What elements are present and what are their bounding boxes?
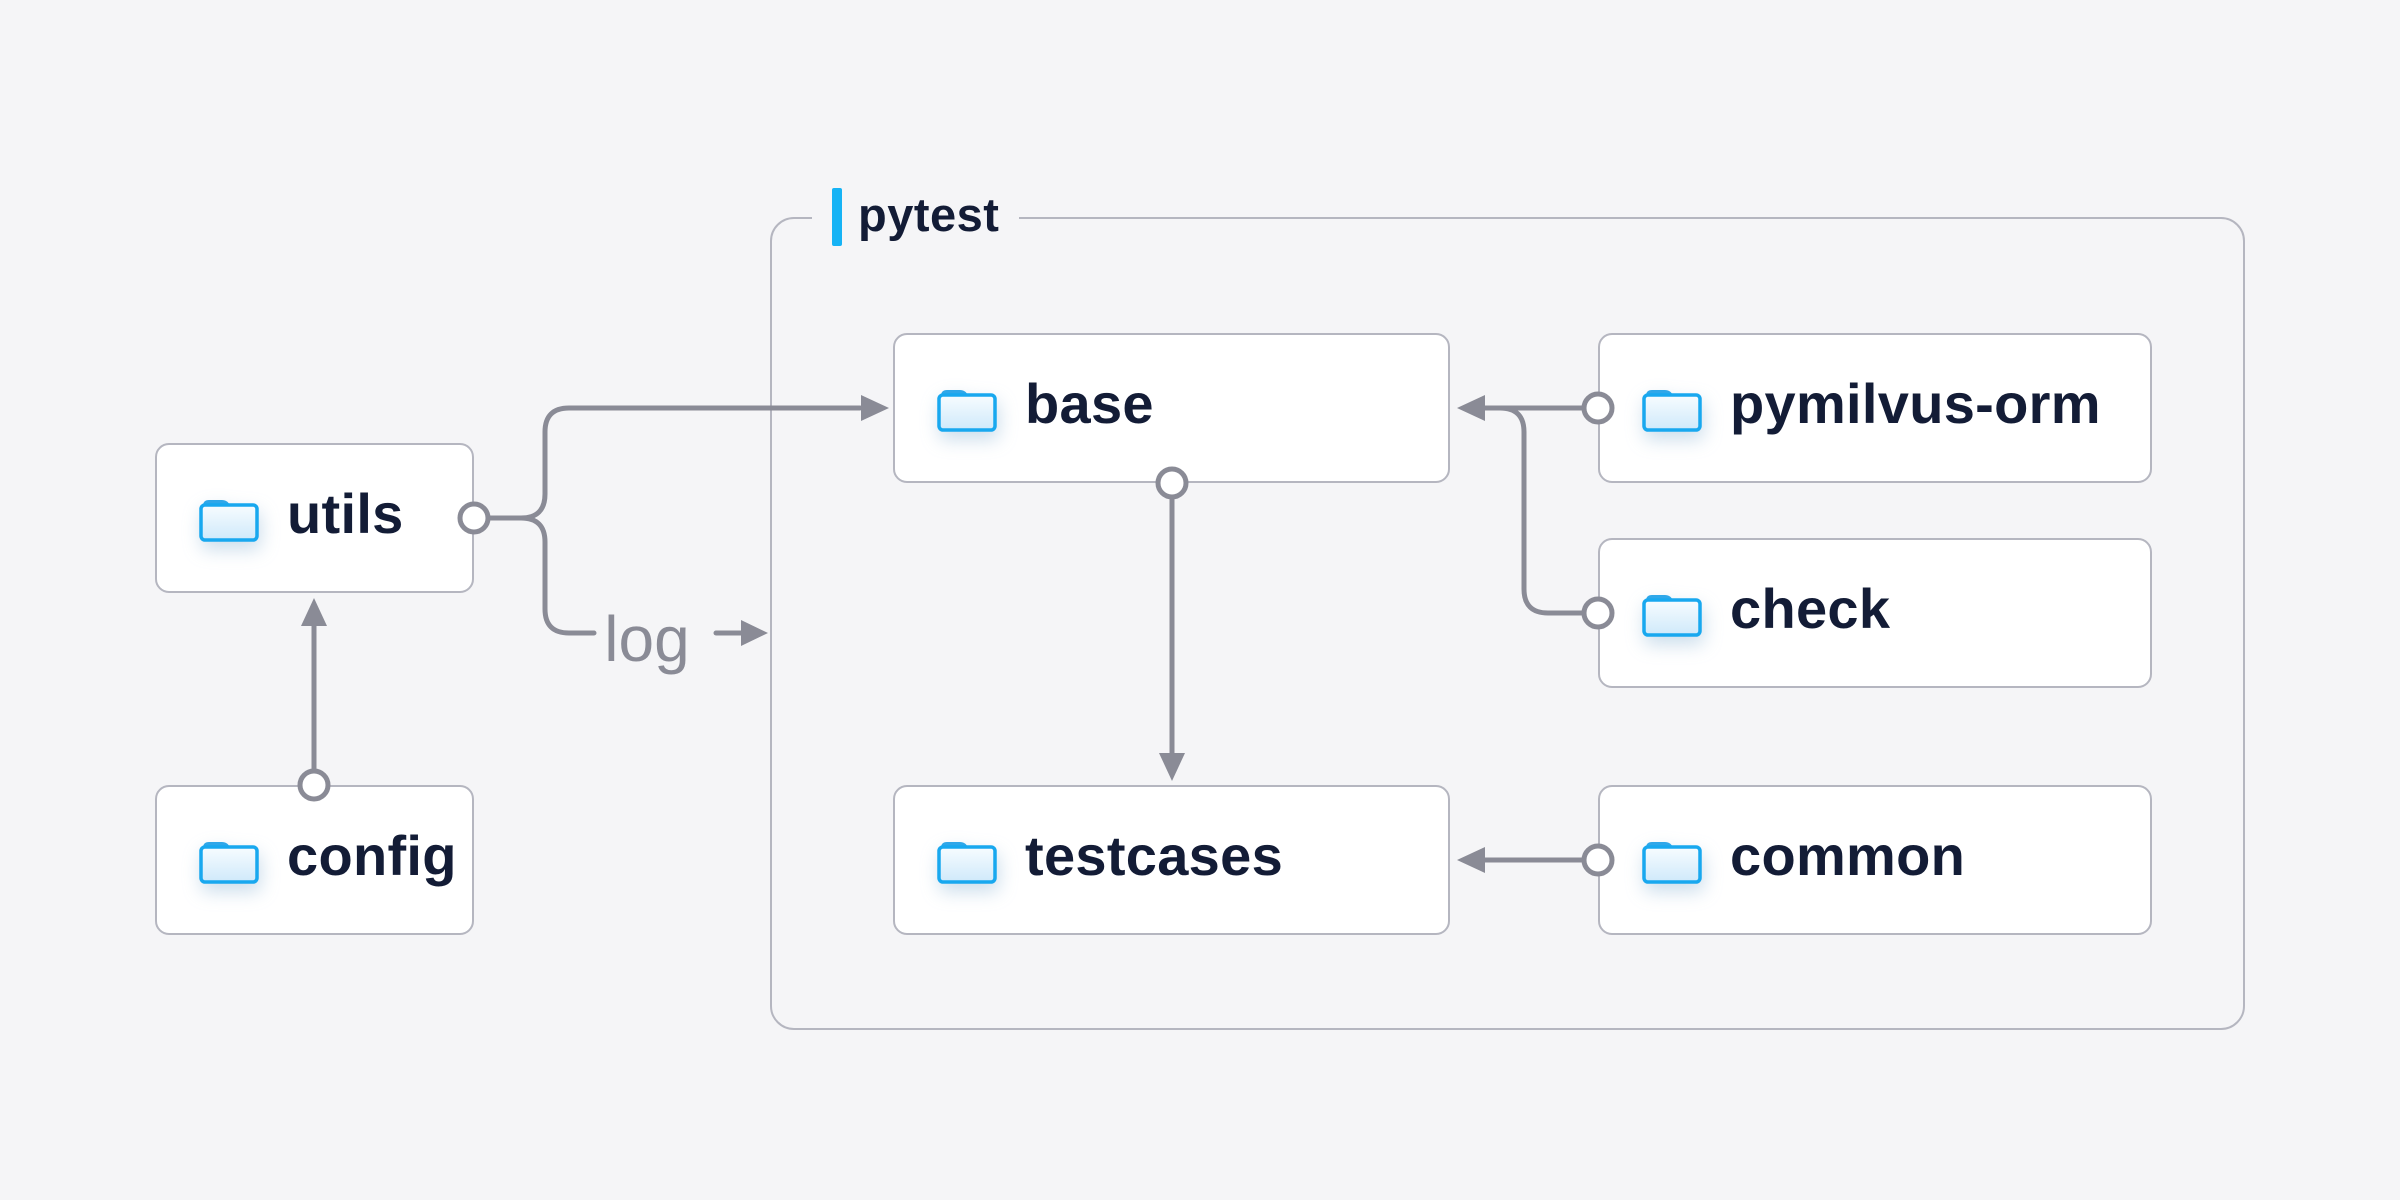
folder-icon — [1642, 842, 1702, 884]
folder-icon — [1642, 390, 1702, 432]
node-label: common — [1730, 824, 1966, 887]
node-label: pymilvus-orm — [1730, 372, 2101, 435]
edge-label-log: log — [604, 603, 690, 675]
node-testcases[interactable]: testcases — [893, 785, 1450, 935]
accent-bar-icon — [832, 188, 842, 246]
pytest-group-label-text: pytest — [858, 187, 1000, 241]
node-label: config — [287, 824, 457, 887]
node-label: base — [1025, 372, 1154, 435]
folder-icon — [937, 390, 997, 432]
folder-icon — [199, 500, 259, 542]
pytest-group-label: pytest — [812, 186, 1020, 248]
node-label: testcases — [1025, 824, 1284, 887]
node-utils[interactable]: utils — [155, 443, 474, 593]
node-label: check — [1730, 577, 1891, 640]
edge-log-container-arrowhead — [741, 620, 768, 646]
node-common[interactable]: common — [1598, 785, 2152, 935]
node-pymilvus-orm[interactable]: pymilvus-orm — [1598, 333, 2152, 483]
node-check[interactable]: check — [1598, 538, 2152, 688]
node-label: utils — [287, 482, 404, 545]
folder-icon — [199, 842, 259, 884]
edge-utils-log-line — [518, 515, 597, 636]
node-config[interactable]: config — [155, 785, 474, 935]
folder-icon — [1642, 595, 1702, 637]
edge-config-utils-arrowhead — [301, 598, 327, 626]
folder-icon — [937, 842, 997, 884]
node-base[interactable]: base — [893, 333, 1450, 483]
pytest-group-container[interactable] — [770, 217, 2245, 1030]
